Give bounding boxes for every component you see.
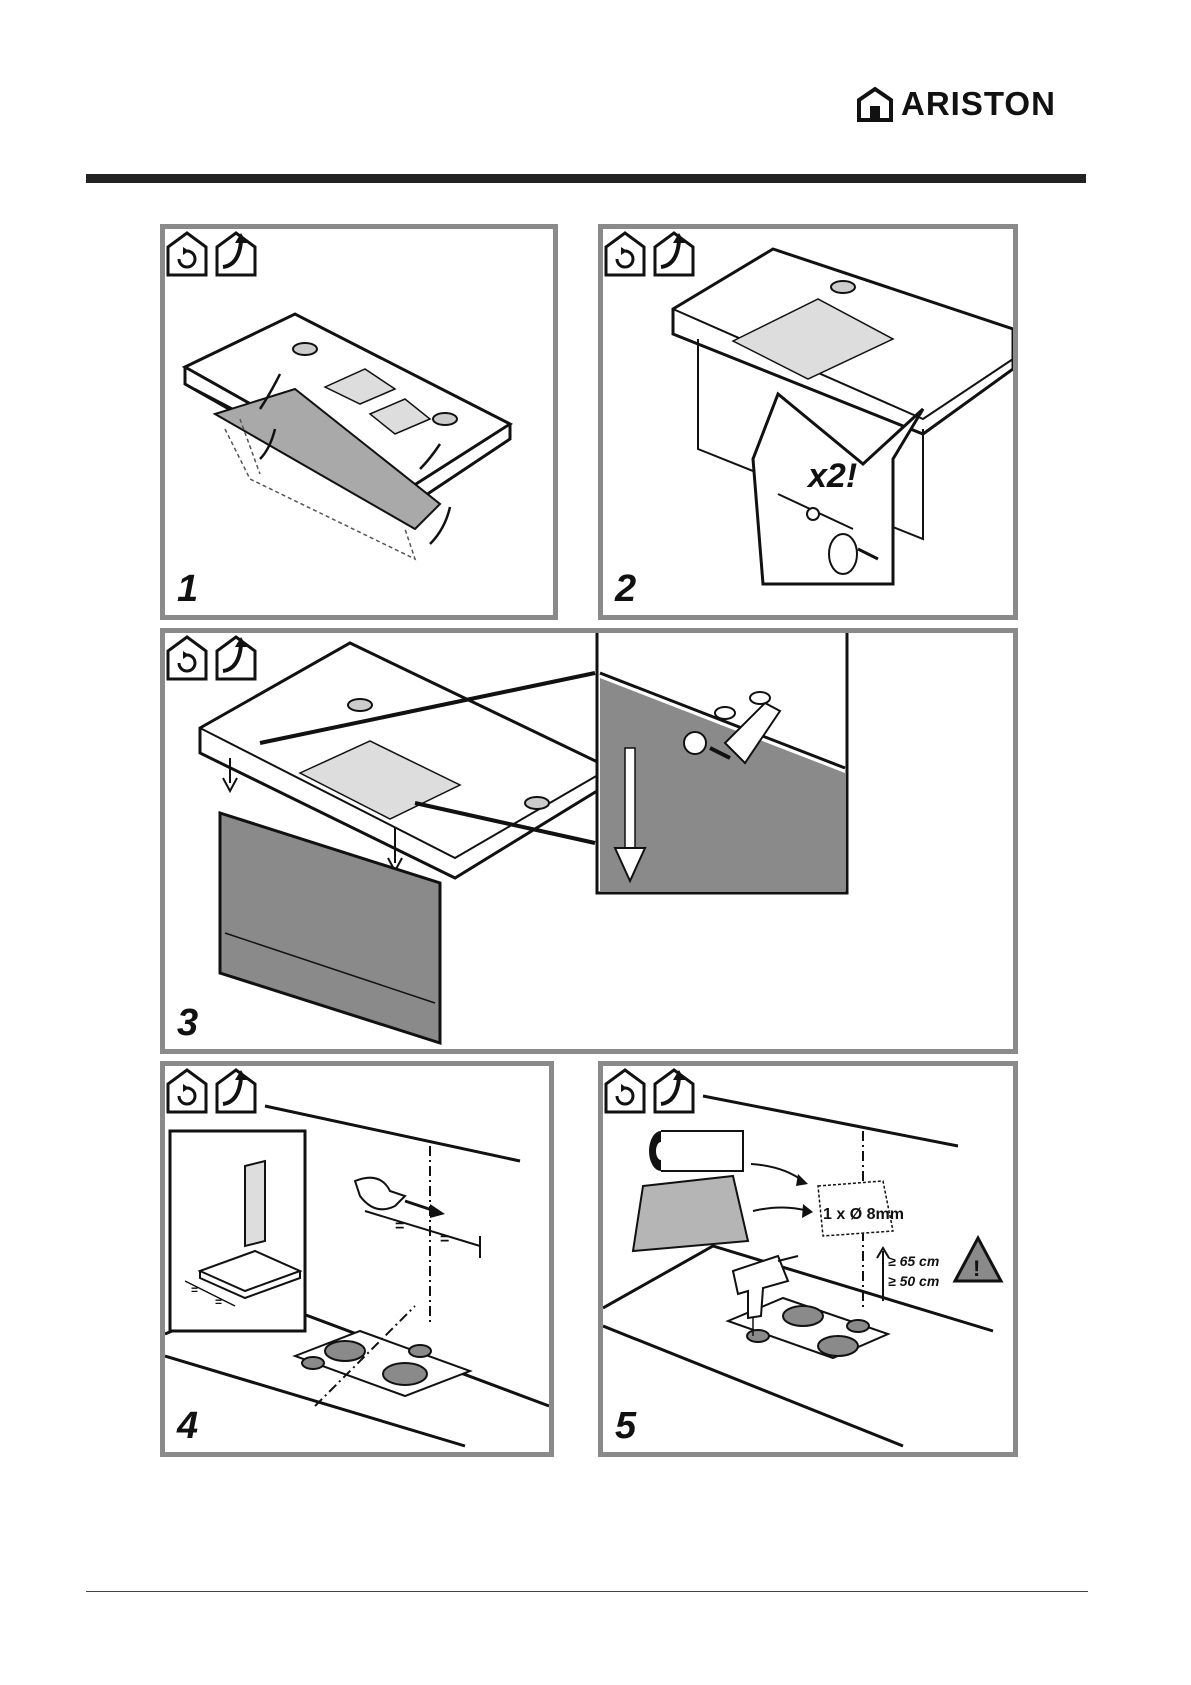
svg-text:=: =: [191, 1283, 198, 1297]
svg-text:=: =: [215, 1295, 222, 1309]
step-2-illustration: x2!: [603, 229, 1013, 615]
step-5-panel: 1 x Ø 8mm ≥ 65 cm ≥ 50 cm ! 5: [598, 1061, 1018, 1457]
brand-name: ARISTON: [901, 86, 1056, 122]
step-1-illustration: [165, 229, 553, 615]
step-4-panel: = = = = 4: [160, 1061, 554, 1457]
step-1-number: 1: [177, 569, 198, 609]
step-3-number: 3: [177, 1003, 198, 1043]
step-4-number: 4: [177, 1406, 198, 1446]
height-gas-label: ≥ 65 cm: [888, 1253, 939, 1269]
header-rule: [86, 174, 1086, 183]
step-5-illustration: 1 x Ø 8mm ≥ 65 cm ≥ 50 cm !: [603, 1066, 1013, 1452]
step-4-illustration: = = = =: [165, 1066, 549, 1452]
house-logo-icon: [855, 86, 895, 122]
footer-rule: [86, 1591, 1088, 1592]
hole-spec-label: 1 x Ø 8mm: [823, 1206, 904, 1223]
brand-logo: ARISTON: [855, 86, 1095, 122]
step-2-number: 2: [615, 569, 636, 609]
svg-text:=: =: [440, 1231, 449, 1248]
warning-symbol: !: [973, 1256, 980, 1281]
step-2-panel: x2! 2: [598, 224, 1018, 620]
svg-text:=: =: [395, 1218, 404, 1235]
height-electric-label: ≥ 50 cm: [888, 1273, 939, 1289]
step-5-number: 5: [615, 1406, 636, 1446]
step-3-illustration: [165, 633, 1013, 1049]
step-1-panel: 1: [160, 224, 558, 620]
step-3-panel: 3: [160, 628, 1018, 1054]
step-2-callout: x2!: [806, 457, 857, 495]
